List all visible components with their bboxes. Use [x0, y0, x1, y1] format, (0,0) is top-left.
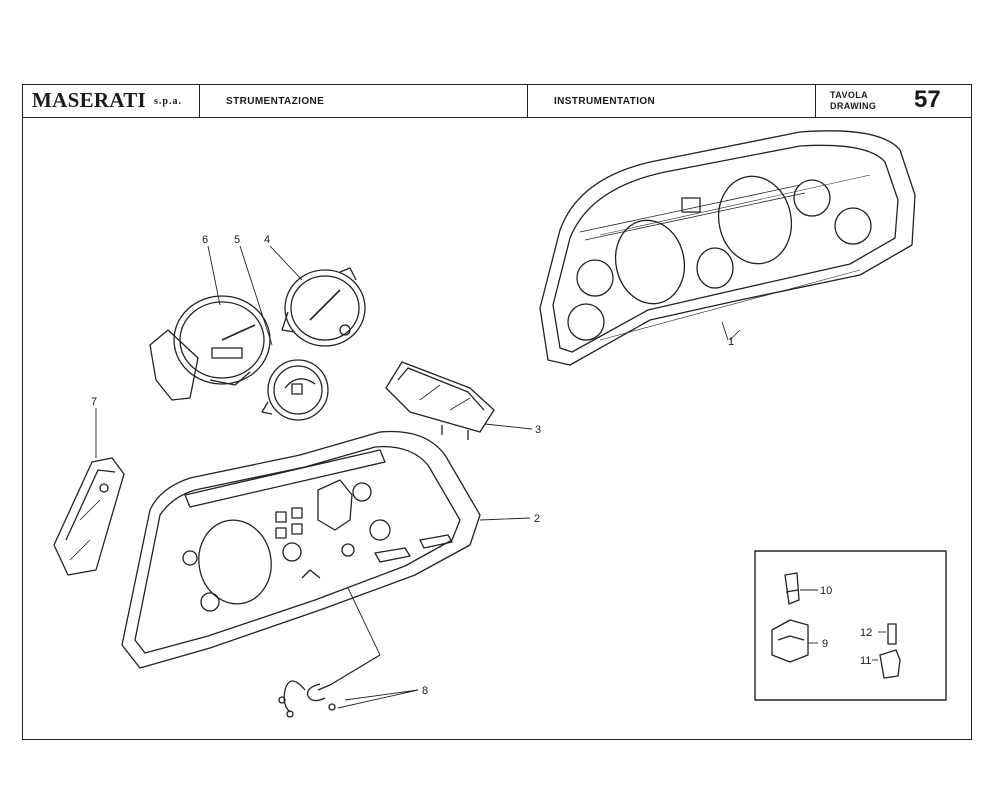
callout-5: 5 — [234, 234, 240, 246]
callout-8: 8 — [422, 685, 428, 697]
callout-2: 2 — [534, 513, 540, 525]
english-title-cell: INSTRUMENTATION — [528, 84, 816, 118]
title-block: MASERATI s.p.a. STRUMENTAZIONE INSTRUMEN… — [22, 84, 972, 118]
brand-name: MASERATI — [32, 88, 147, 112]
callout-12: 12 — [860, 627, 872, 639]
drawing-sheet-frame — [22, 84, 972, 740]
callout-1: 1 — [728, 336, 734, 348]
cluster-housing-circuit-board — [121, 430, 481, 669]
callout-4: 4 — [264, 234, 270, 246]
callout-9: 9 — [822, 638, 828, 650]
side-gauge-panel — [53, 457, 125, 576]
auxiliary-gauge-panel — [385, 361, 495, 440]
callout-10: 10 — [820, 585, 832, 597]
drawing-number-cell: TAVOLA DRAWING 57 — [816, 84, 972, 118]
brand-suffix: s.p.a. — [154, 96, 182, 107]
small-round-gauge — [261, 359, 329, 421]
instrument-cluster-assembly — [539, 130, 916, 366]
callout-11: 11 — [860, 655, 871, 667]
brand-cell: MASERATI s.p.a. — [22, 84, 200, 118]
drawing-label: DRAWING — [830, 101, 877, 111]
callout-7: 7 — [91, 396, 97, 408]
leader-lines — [95, 245, 729, 709]
callout-labels: 1 2 3 4 5 6 7 8 9 10 11 12 — [91, 234, 872, 697]
wiring-harness — [278, 654, 381, 718]
english-title: INSTRUMENTATION — [554, 96, 656, 107]
callout-3: 3 — [535, 424, 541, 436]
tavola-label: TAVOLA — [830, 90, 869, 100]
callout-6: 6 — [202, 234, 208, 246]
italian-title: STRUMENTAZIONE — [226, 96, 325, 107]
bulb-detail-inset — [754, 550, 947, 701]
speedometer-gauge — [149, 295, 271, 401]
drawing-number: 57 — [914, 86, 941, 113]
tachometer-gauge — [281, 267, 366, 347]
italian-title-cell: STRUMENTAZIONE — [200, 84, 528, 118]
